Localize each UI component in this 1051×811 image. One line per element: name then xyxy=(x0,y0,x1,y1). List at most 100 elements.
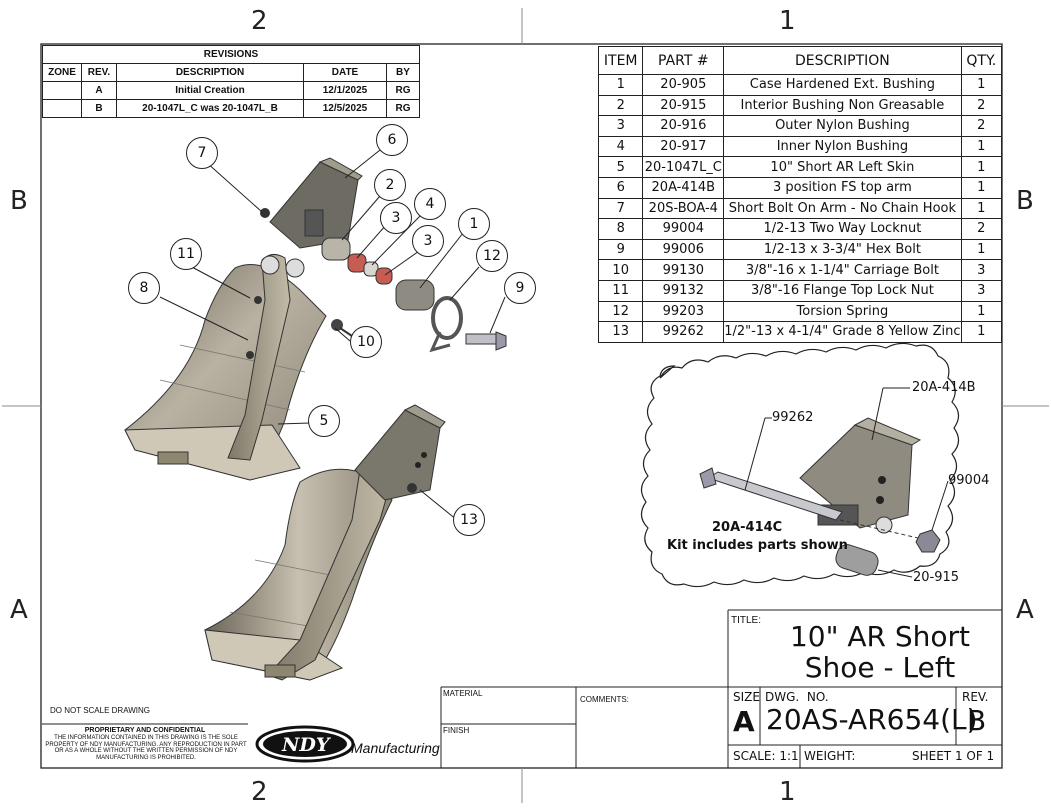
bom-qty: 1 xyxy=(960,321,1003,343)
proprietary-text: THE INFORMATION CONTAINED IN THIS DRAWIN… xyxy=(45,735,247,761)
callout-balloon: 8 xyxy=(128,272,160,304)
kit-label-nut: 99004 xyxy=(948,473,990,488)
weight-text: WEIGHT: xyxy=(804,749,856,763)
ndy-logo-oval xyxy=(255,725,355,763)
zone-label-left-b: B xyxy=(10,186,28,216)
bom-part-number: 99004 xyxy=(642,218,725,240)
bom-description: 3/8"-16 x 1-1/4" Carriage Bolt xyxy=(723,259,962,281)
bom-part-number: 99203 xyxy=(642,300,725,323)
bom-description: Outer Nylon Bushing xyxy=(723,115,962,137)
rev-value: B xyxy=(967,704,987,737)
revisions-table: REVISIONS ZONE REV. DESCRIPTION DATE BY … xyxy=(42,45,420,118)
dwg-no-label: DWG. NO. xyxy=(765,690,829,704)
bom-description: 1/2"-13 x 4-1/4" Grade 8 Yellow Zinc xyxy=(723,321,962,343)
callout-balloon: 3 xyxy=(412,225,444,257)
bom-description: 3/8"-16 Flange Top Lock Nut xyxy=(723,279,962,302)
bom-header-part: PART # xyxy=(642,46,725,75)
bom-item: 12 xyxy=(597,300,644,323)
size-label: SIZE xyxy=(733,690,760,704)
top-arm-assembled xyxy=(354,404,446,501)
bom-description: 1/2-13 x 3-3/4" Hex Bolt xyxy=(723,238,962,261)
bom-item: 9 xyxy=(597,238,644,261)
dwg-no-value: 20AS-AR654(L) xyxy=(766,703,978,736)
finish-label: FINISH xyxy=(443,726,470,735)
drawing-title-line1: 10" AR Short xyxy=(789,620,971,653)
callout-balloon: 11 xyxy=(170,238,202,270)
callout-balloon: 13 xyxy=(453,504,485,536)
kit-label-arm: 20A-414B xyxy=(912,380,976,395)
kit-parts-illustration xyxy=(699,417,941,576)
callout-balloon: 4 xyxy=(414,188,446,220)
bom-header-description: DESCRIPTION xyxy=(723,46,962,75)
size-value: A xyxy=(733,705,755,738)
callout-balloon: 7 xyxy=(186,137,218,169)
kit-label-bolt: 99262 xyxy=(772,410,814,425)
rev-label: REV. xyxy=(962,690,989,704)
bom-part-number: 20-905 xyxy=(642,74,725,96)
ndy-logo-subtext: Manufacturing xyxy=(351,740,440,756)
zone-label-top-1: 1 xyxy=(779,6,796,36)
callout-balloon: 5 xyxy=(308,405,340,437)
bom-item: 13 xyxy=(597,321,644,343)
comments-label: COMMENTS: xyxy=(580,695,629,704)
bom-description: 1/2-13 Two Way Locknut xyxy=(723,218,962,240)
title-label: TITLE: xyxy=(731,615,762,626)
bom-description: Interior Bushing Non Greasable xyxy=(723,94,962,117)
scale-text: SCALE: 1:1 xyxy=(733,749,799,763)
material-label: MATERIAL xyxy=(443,689,483,698)
zone-label-top-2: 2 xyxy=(251,6,268,36)
bom-description: Short Bolt On Arm - No Chain Hook xyxy=(723,197,962,220)
top-arm-exploded xyxy=(260,157,363,249)
bom-part-number: 20A-414B xyxy=(642,176,725,199)
ndy-logo: NDY Manufacturing xyxy=(255,724,440,766)
callout-balloon: 9 xyxy=(504,272,536,304)
bolt-on-arm-exploded xyxy=(157,254,305,465)
bom-item: 11 xyxy=(597,279,644,302)
zone-label-left-a: A xyxy=(10,595,28,625)
revision-row: A Initial Creation 12/1/2025 RG xyxy=(42,81,420,100)
bushings-exploded xyxy=(321,237,507,353)
zone-label-bottom-1: 1 xyxy=(779,777,796,807)
ndy-logo-text: NDY xyxy=(282,734,330,756)
callout-balloon: 12 xyxy=(476,240,508,272)
proprietary-title: PROPRIETARY AND CONFIDENTIAL xyxy=(84,727,206,734)
bom-header-qty: QTY. xyxy=(960,46,1003,75)
kit-name: 20A-414C xyxy=(712,520,783,535)
revision-row: B 20-1047L_C was 20-1047L_B 12/5/2025 RG xyxy=(42,99,420,118)
zone-label-right-a: A xyxy=(1016,595,1034,625)
rev-letter: B xyxy=(81,99,117,118)
bom-part-number: 99262 xyxy=(642,321,725,343)
rev-by: RG xyxy=(386,99,420,118)
zone-label-bottom-2: 2 xyxy=(251,777,268,807)
bom-item: 10 xyxy=(597,259,644,281)
callout-balloon: 10 xyxy=(350,326,382,358)
sheet-text: SHEET 1 OF 1 xyxy=(912,749,995,763)
callout-balloon: 1 xyxy=(458,208,490,240)
zone-label-right-b: B xyxy=(1016,186,1034,216)
kit-label-bushing: 20-915 xyxy=(913,570,960,585)
callout-balloon: 3 xyxy=(380,202,412,234)
kit-note: Kit includes parts shown xyxy=(667,538,848,553)
leader-lines xyxy=(159,149,949,578)
drawing-title-line2: Shoe - Left xyxy=(804,651,956,684)
bom-part-number: 20-915 xyxy=(642,94,725,117)
skin-part-assembled xyxy=(204,468,393,681)
callout-balloon: 2 xyxy=(374,169,406,201)
callout-balloon: 6 xyxy=(376,124,408,156)
do-not-scale-note: DO NOT SCALE DRAWING xyxy=(50,706,151,715)
bom-header-item: ITEM xyxy=(597,46,644,75)
